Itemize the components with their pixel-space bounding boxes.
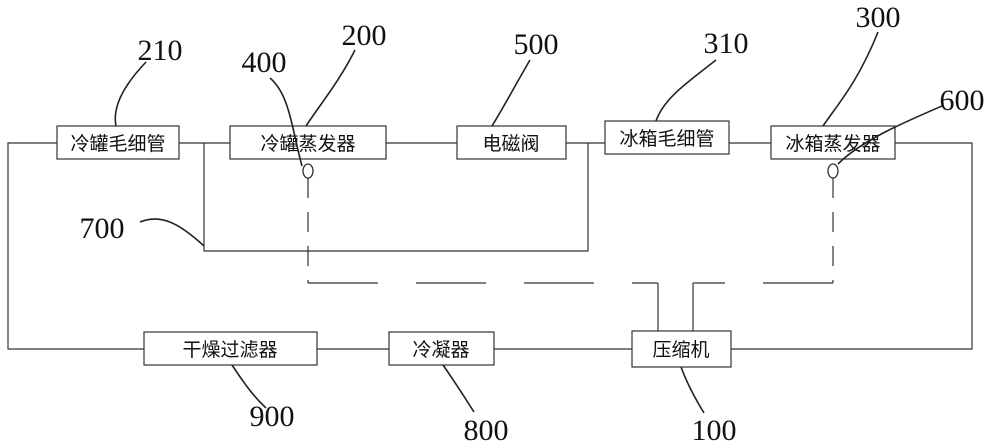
dry-filter-box: 干燥过滤器 bbox=[143, 331, 318, 366]
leader-300 bbox=[822, 31, 879, 127]
control-line-700-wire bbox=[203, 143, 589, 252]
fridge-capillary-label: 冰箱毛细管 bbox=[619, 128, 714, 150]
ref-400: 400 bbox=[242, 46, 287, 79]
leader-700 bbox=[139, 218, 205, 247]
loop-right-wire bbox=[731, 142, 973, 350]
solenoid-valve-box: 电磁阀 bbox=[456, 125, 567, 160]
condenser-box: 冷凝器 bbox=[388, 331, 495, 366]
ref-500: 500 bbox=[514, 28, 559, 61]
fridge-capillary-box: 冰箱毛细管 bbox=[604, 120, 730, 155]
tank-capillary-box: 冷罐毛细管 bbox=[56, 125, 180, 160]
ref-700: 700 bbox=[80, 212, 125, 245]
leader-lines bbox=[114, 31, 943, 414]
ref-800: 800 bbox=[464, 414, 509, 446]
solenoid-valve-label: 电磁阀 bbox=[482, 133, 539, 155]
ref-200: 200 bbox=[342, 19, 387, 52]
sensor-signal-lines bbox=[307, 178, 834, 331]
leader-600 bbox=[837, 105, 943, 165]
leader-900 bbox=[231, 364, 267, 409]
leader-100 bbox=[680, 366, 705, 414]
dry-filter-label: 干燥过滤器 bbox=[182, 339, 277, 361]
tank-evaporator-box: 冷罐蒸发器 bbox=[229, 125, 387, 160]
leader-400 bbox=[269, 77, 303, 167]
loop-left-wire bbox=[7, 142, 144, 350]
condenser-label: 冷凝器 bbox=[412, 339, 469, 361]
temperature-sensor-600 bbox=[827, 163, 839, 179]
tank-evaporator-label: 冷罐蒸发器 bbox=[260, 133, 355, 155]
leader-310 bbox=[655, 59, 717, 122]
ref-600: 600 bbox=[940, 84, 985, 117]
ref-210: 210 bbox=[138, 34, 183, 67]
leader-200 bbox=[305, 49, 356, 127]
fridge-evaporator-label: 冰箱蒸发器 bbox=[785, 133, 880, 155]
refrigerant-loop bbox=[7, 142, 973, 350]
reference-numbers: 210 200 400 500 310 300 600 700 900 800 … bbox=[80, 1, 985, 446]
ref-900: 900 bbox=[250, 400, 295, 433]
ref-100: 100 bbox=[692, 414, 737, 446]
ref-310: 310 bbox=[704, 27, 749, 60]
fridge-evaporator-box: 冰箱蒸发器 bbox=[770, 125, 896, 160]
leader-800 bbox=[442, 364, 475, 413]
leader-500 bbox=[491, 59, 531, 127]
tank-capillary-label: 冷罐毛细管 bbox=[70, 133, 165, 155]
temperature-sensor-400 bbox=[302, 163, 314, 179]
leader-210 bbox=[114, 61, 147, 127]
compressor-label: 压缩机 bbox=[652, 339, 709, 361]
control-line-700 bbox=[203, 143, 589, 252]
compressor-box: 压缩机 bbox=[631, 330, 732, 368]
ref-300: 300 bbox=[856, 1, 901, 34]
